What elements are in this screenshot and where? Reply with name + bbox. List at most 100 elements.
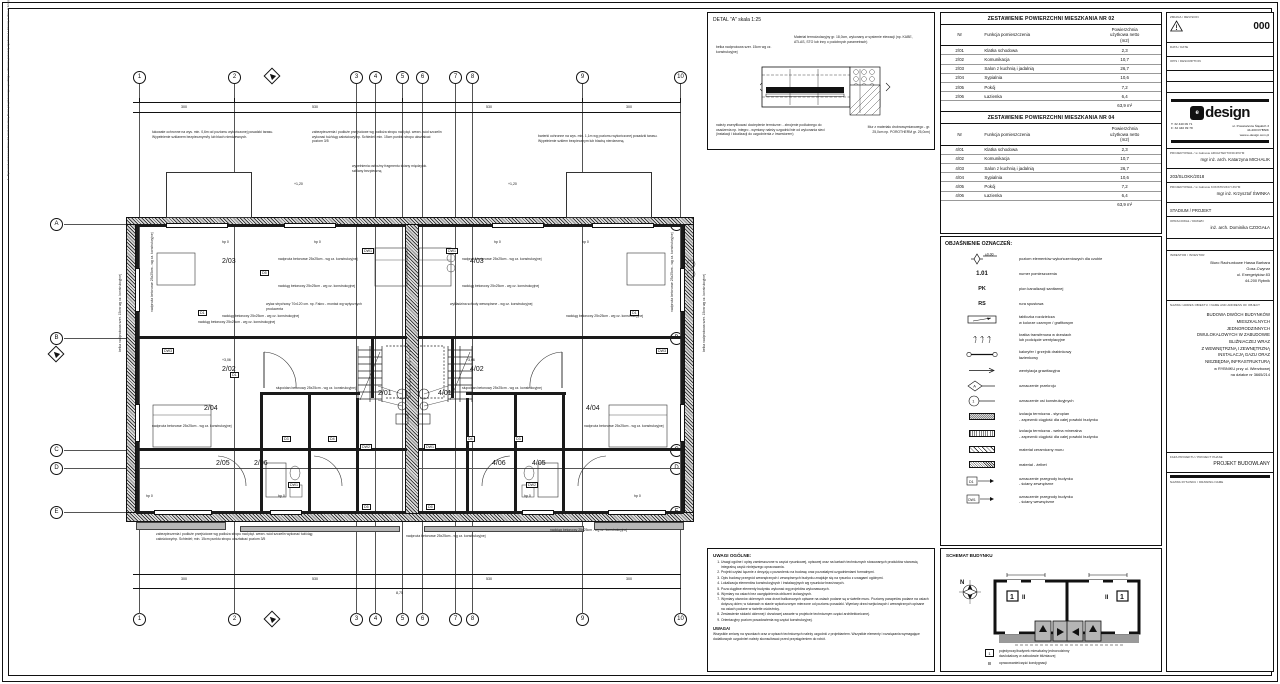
room-label-2-04: 2/04 [204, 405, 218, 412]
grid-bubble-top-1[interactable]: 1 [133, 71, 146, 84]
door-tag-2[interactable]: D1 [230, 372, 239, 378]
logo-wrap: e design [1171, 104, 1269, 121]
drawingname-caption: NAZWA RYSUNKU / DRAWING NAME [1170, 480, 1224, 485]
svg-text:1: 1 [1010, 594, 1014, 601]
door-tag-7[interactable]: DW2 [360, 444, 372, 450]
phase-section: FAZA PROJEKTU / PROJECT PHASE PROJEKT BU… [1167, 453, 1273, 474]
room-label-2-01: 2/01 [378, 390, 392, 397]
grid-bubble-left-e[interactable]: E [50, 506, 63, 519]
grid-bubble-top-6[interactable]: 6 [416, 71, 429, 84]
bathroom-fixtures-right [521, 462, 559, 498]
level-marker-10: hp 0 [634, 494, 641, 498]
grid-bubble-bottom-2[interactable]: 2 [228, 613, 241, 626]
grid-bubble-left-b[interactable]: B [50, 332, 63, 345]
grid-bubble-bottom-6[interactable]: 6 [416, 613, 429, 626]
legend-text: izolacja termiczna - styropian - zapewni… [1019, 411, 1098, 422]
area-table-2: ZESTAWIENIE POWIERZCHNI MIESZKANIA NR 04… [941, 111, 1161, 209]
grid-bubble-bottom-8[interactable]: 8 [466, 613, 479, 626]
legend-item-room-number: 1.01 numer pomieszczenia [945, 267, 1157, 280]
door-tag-17[interactable]: DW3 [162, 348, 174, 354]
detail-note-top: Materiał termoizolacyjny gr. 18,0cm, wyk… [794, 35, 913, 44]
door-tag-15[interactable]: D5 [362, 504, 371, 510]
legend-item-door-int: DW1 oznaczenie przegrody budynku - ścian… [945, 491, 1157, 507]
door-tag-3[interactable]: D3 [282, 436, 291, 442]
svg-text:1: 1 [1120, 594, 1124, 601]
grid-bubble-top-8[interactable]: 8 [466, 71, 479, 84]
door-tag-14[interactable]: DW1 [446, 248, 458, 254]
grid-bubble-top-10[interactable]: 10 [674, 71, 687, 84]
logo-wordmark: design [1205, 104, 1250, 121]
detail-marker-a-bottom[interactable] [263, 610, 281, 628]
terrace-slab-center-left [240, 526, 400, 532]
room-label-4-06: 4/06 [492, 460, 506, 467]
window-7 [135, 404, 140, 442]
wall-internal-h2-right [419, 448, 681, 451]
list-item: Opis budowy przegród wewnętrznych i zewn… [721, 576, 929, 581]
door-tag-16[interactable]: D5 [426, 504, 435, 510]
grid-bubble-bottom-4[interactable]: 4 [369, 613, 382, 626]
grid-bubble-bottom-3[interactable]: 3 [350, 613, 363, 626]
company-logo-block: e design T: 32 440 09 71 F: 32 440 09 78… [1167, 93, 1273, 150]
gridline-h-c [64, 450, 682, 451]
cell-sum: 63,9 m² [1088, 100, 1161, 110]
grid-bubble-bottom-9[interactable]: 9 [576, 613, 589, 626]
legend-text: rura spustowa [1019, 300, 1044, 306]
door-tag-5[interactable]: D4 [466, 436, 475, 442]
door-tag-9[interactable]: DW1 [288, 482, 300, 488]
grid-bubble-top-3[interactable]: 3 [350, 71, 363, 84]
grid-bubble-bottom-7[interactable]: 7 [449, 613, 462, 626]
door-tag-13[interactable]: DW1 [362, 248, 374, 254]
door-tag-10[interactable]: DW2 [526, 482, 538, 488]
grid-bubble-top-7[interactable]: 7 [449, 71, 462, 84]
grid-bubble-left-c[interactable]: C [50, 444, 63, 457]
door-tag-6[interactable]: D3 [514, 436, 523, 442]
door-tag-18[interactable]: DW3 [656, 348, 668, 354]
grid-bubble-top-2[interactable]: 2 [228, 71, 241, 84]
logo-web[interactable]: www.e-design.com.pl [1239, 132, 1269, 137]
grid-bubble-top-9[interactable]: 9 [576, 71, 589, 84]
terrace-rail-left [166, 172, 252, 218]
detail-marker-b-left[interactable] [47, 345, 65, 363]
cell-pw: 10,7 [1088, 54, 1161, 65]
cell-nr: 2/03 [941, 64, 979, 74]
level-marker-12: hp 0 [524, 494, 531, 498]
door-tag-11[interactable]: D1 [630, 310, 639, 316]
detail-marker-a-top[interactable] [263, 67, 281, 85]
grid-bubble-top-5[interactable]: 5 [396, 71, 409, 84]
cell-fn: Łazienka [978, 191, 1089, 201]
pk-icon: PK [978, 285, 986, 292]
arrow-icon [945, 364, 1019, 377]
door-tag-1[interactable]: D1 [198, 310, 207, 316]
cell-nr: 4/03 [941, 163, 979, 174]
detail-a-section [760, 66, 891, 116]
warning-notes-title: UWAGA! [713, 626, 731, 632]
door-tag-8[interactable]: DW1 [424, 444, 436, 450]
plan-note-17: zabezpieczenia i podłoże przejściowe wg … [156, 532, 313, 541]
grid-bubble-left-a[interactable]: A [50, 218, 63, 231]
wall-internal-h2-left [139, 448, 407, 451]
legend-text: numer pomieszczenia [1019, 270, 1057, 276]
grid-bubble-bottom-10[interactable]: 10 [674, 613, 687, 626]
gridline-v-7 [455, 84, 456, 614]
list-item: Wymiary na osiach bez uwzględnienia obli… [721, 592, 929, 597]
legend-panel: OBJAŚNIENIE OZNACZEŃ: ±0,00 poziom eleme… [940, 236, 1162, 546]
building-scheme-title: SCHEMAT BUDYNKU [946, 553, 993, 558]
grid-bubble-top-4[interactable]: 4 [369, 71, 382, 84]
grid-bubble-left-d[interactable]: D [50, 462, 63, 475]
plan-note-9: nadciąg betonowy 25x25cm - wg cz. konstr… [222, 314, 300, 318]
plan-note-19: nadciąg betonowy 25x25cm - wg cz. konstr… [550, 528, 628, 532]
room-label-4-04: 4/04 [586, 405, 600, 412]
terrace-slab-center-right [424, 526, 584, 532]
investor-line: ul. Energetyków 83 [1236, 272, 1270, 278]
door-tag-12[interactable]: D5 [260, 270, 269, 276]
cell-fn: Sypialnia [978, 73, 1089, 83]
wall-exterior-left [136, 224, 139, 514]
plan-note-15: nadproża betonowe 25x25cm - wg cz. konst… [152, 424, 232, 428]
legend-text: kratka transferowa w drzwiach lub podcię… [1019, 331, 1072, 342]
door-tag-4[interactable]: D4 [328, 436, 337, 442]
cell-pw: 2,3 [1088, 145, 1161, 155]
description-row-2 [1167, 71, 1273, 82]
grid-bubble-bottom-1[interactable]: 1 [133, 613, 146, 626]
grid-bubble-bottom-5[interactable]: 5 [396, 613, 409, 626]
